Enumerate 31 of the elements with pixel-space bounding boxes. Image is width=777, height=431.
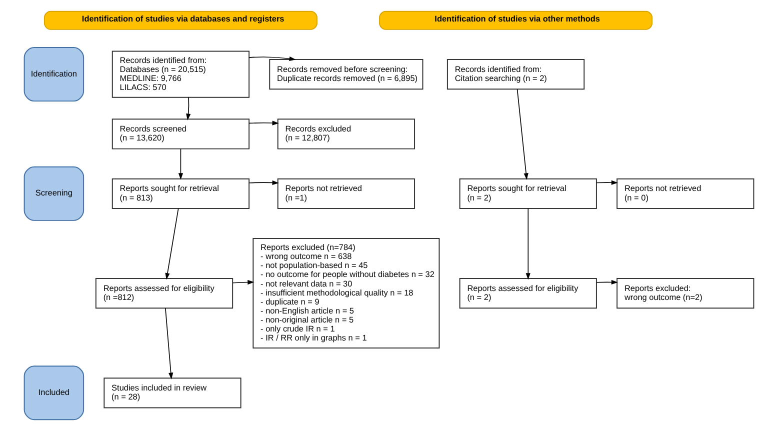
arrow bbox=[178, 148, 183, 180]
node-box: Reports sought for retrieval (n = 2) bbox=[458, 178, 596, 209]
node-box: Records removed before screening: Duplicate records removed (n = 6,895) bbox=[268, 59, 423, 90]
node-box: Reports assessed for eligibility (n =812) bbox=[94, 278, 233, 309]
arrow bbox=[248, 180, 278, 185]
arrow bbox=[232, 280, 254, 285]
arrow bbox=[164, 308, 173, 380]
arrow bbox=[164, 208, 178, 280]
node-box: Records identified from: Citation searching (n = 2) bbox=[446, 59, 584, 90]
node-box: Reports excluded: wrong outcome (n=2) bbox=[616, 278, 754, 309]
node-box: Records identified from: Databases (n = 20,515) MEDLINE: 9,766 LILACS: 570 bbox=[111, 50, 250, 98]
arrow bbox=[248, 120, 278, 126]
node-box: Records excluded (n = 12,807) bbox=[276, 118, 415, 150]
node-box: Reports not retrieved (n = 0) bbox=[616, 178, 754, 209]
node-box: Identification of studies via other methods bbox=[378, 10, 652, 30]
node-box: Included bbox=[23, 366, 84, 420]
node-box: Reports assessed for eligibility (n = 2) bbox=[458, 278, 596, 309]
arrow bbox=[596, 180, 618, 185]
arrow bbox=[248, 56, 296, 61]
node-box: Records screened (n = 13,620) bbox=[111, 118, 250, 150]
arrow bbox=[596, 280, 618, 285]
arrow bbox=[186, 97, 190, 120]
node-box: Identification of studies via databases and registers bbox=[43, 10, 317, 30]
node-box: Studies included in review (n = 28) bbox=[103, 378, 241, 408]
node-box: Screening bbox=[23, 166, 84, 221]
arrow bbox=[516, 88, 528, 180]
node-box: Reports not retrieved (n =1) bbox=[276, 178, 415, 209]
node-box: Reports sought for retrieval (n = 813) bbox=[111, 178, 250, 209]
node-box: Reports excluded (n=784) - wrong outcome n = 638 - not population-based n = 45 - no outcome for people without diabetes n = 32 - not relevant data n = 30 - insufficient methodological quality n = 18 - duplicate n = 9 - non-English article n = 5 - non-original article n = 5 - only crude IR n = 1 - IR / RR only in graphs n = 1 bbox=[252, 238, 440, 349]
node-box: Identification bbox=[23, 47, 84, 102]
arrow bbox=[525, 208, 530, 280]
